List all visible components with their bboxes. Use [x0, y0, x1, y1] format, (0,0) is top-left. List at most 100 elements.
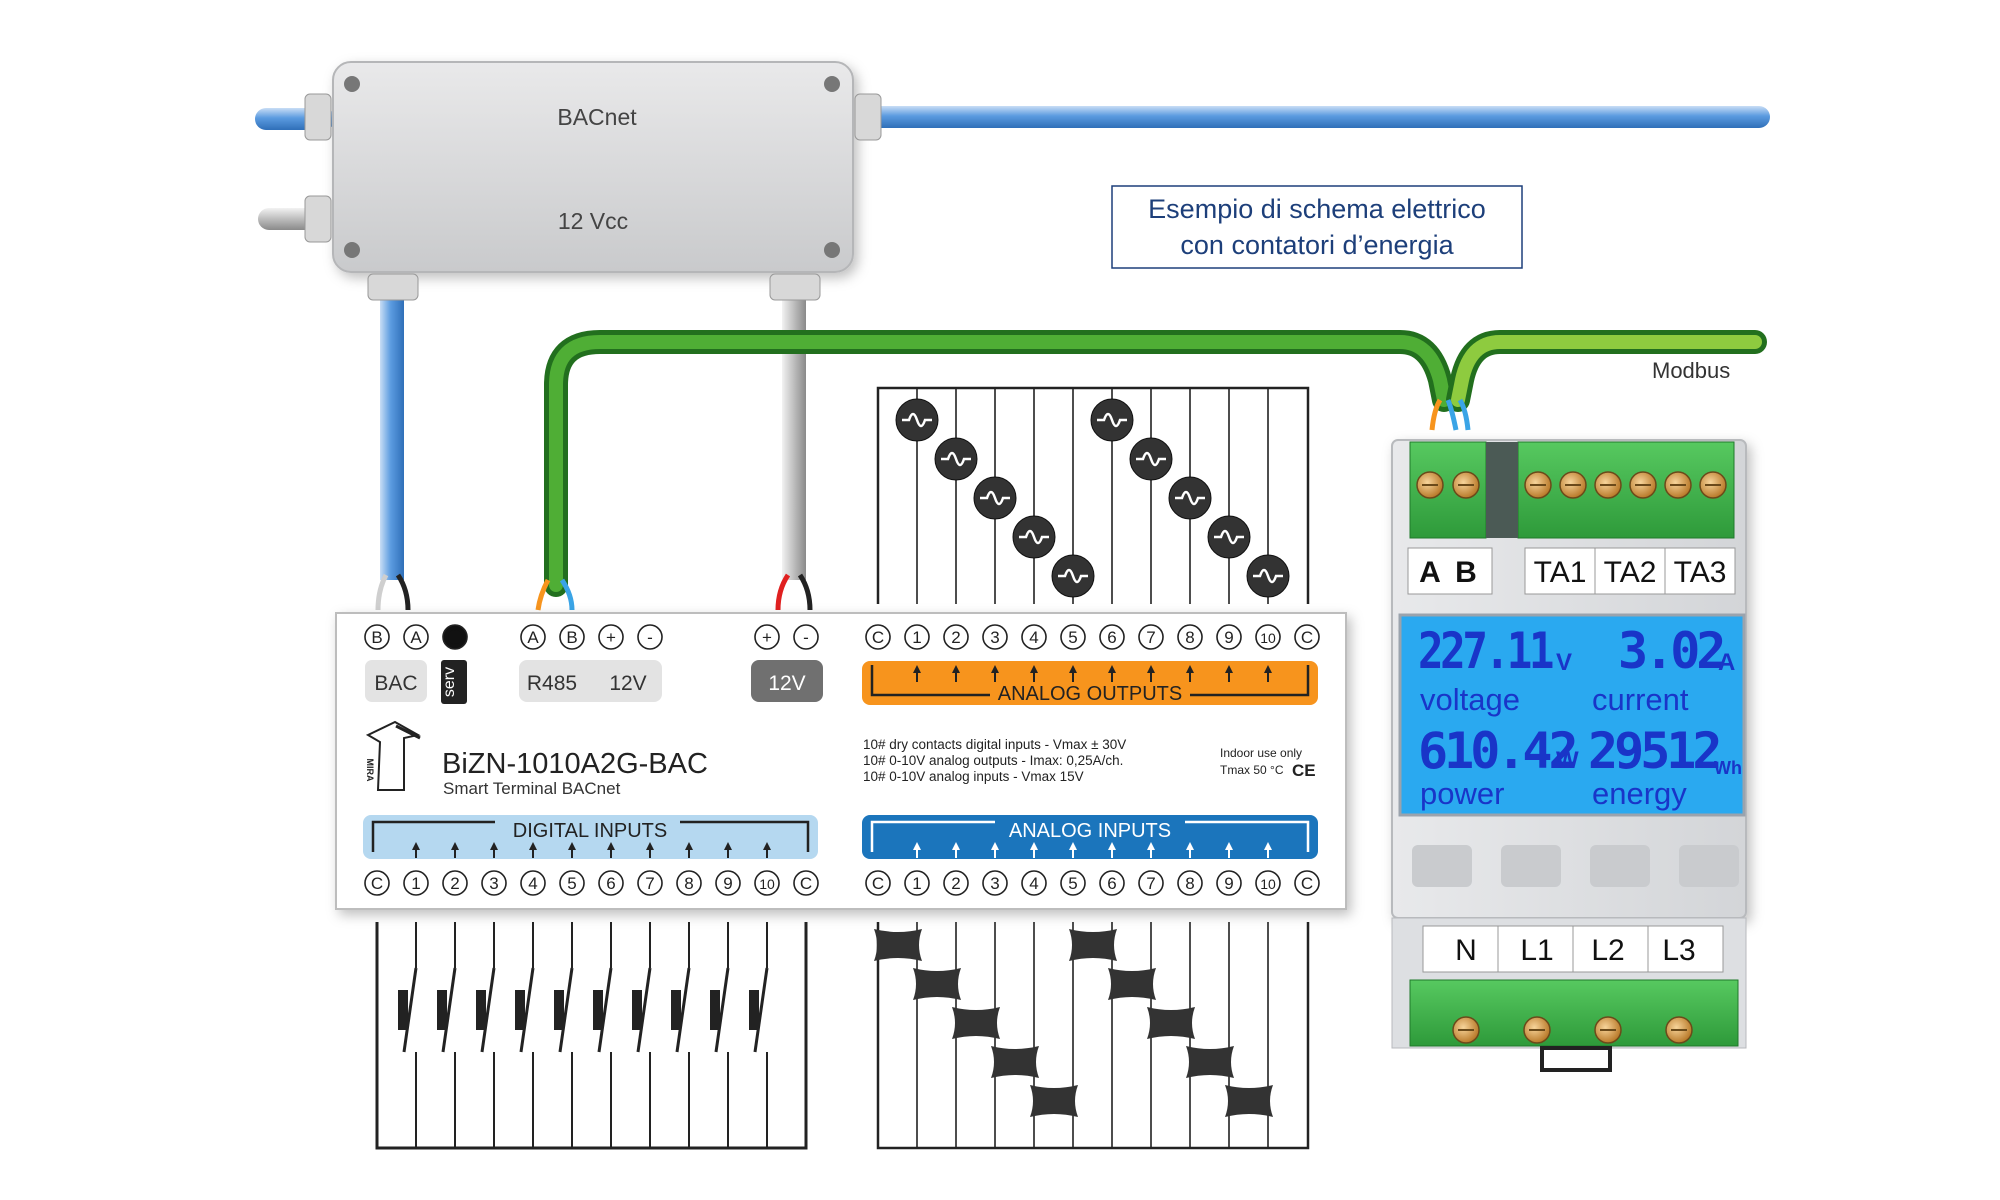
bottom-label-l3: L3 — [1662, 934, 1695, 967]
bac-badge — [365, 660, 427, 702]
meter-button-1[interactable] — [1412, 845, 1472, 887]
spec-line-2: 10# 0-10V analog outputs - Imax: 0,25A/c… — [863, 753, 1123, 768]
arrow-icon — [529, 842, 537, 858]
sensor-icon — [952, 1007, 1000, 1039]
power-badge-label: 12V — [768, 672, 805, 695]
sensor-icon — [874, 929, 922, 961]
terminal-screw-icon[interactable] — [1594, 471, 1622, 499]
sensor-icon — [1069, 929, 1117, 961]
arrow-icon — [1147, 665, 1155, 682]
cable-gland-icon — [304, 195, 332, 243]
voltage-label: voltage — [1420, 682, 1520, 717]
switch-icon — [476, 922, 496, 1148]
arrow-icon — [1186, 842, 1194, 858]
modbus-cable — [535, 330, 1767, 611]
r485-badge — [519, 660, 662, 702]
terminal-screw-icon[interactable] — [1629, 471, 1657, 499]
analog-inputs-bracket — [870, 820, 1310, 852]
arrow-icon — [1264, 842, 1272, 858]
arrow-icon — [1030, 842, 1038, 858]
pin-1: A — [403, 624, 429, 650]
spec-line-1: 10# dry contacts digital inputs - Vmax ±… — [863, 737, 1126, 752]
arrow-icon — [913, 665, 921, 682]
analog-inputs-label: ANALOG INPUTS — [1009, 820, 1171, 842]
arrow-icon — [991, 665, 999, 682]
cable-gland-icon — [367, 273, 419, 301]
ai-pin-10-label: 10 — [1260, 876, 1276, 892]
ce-mark: CE — [1292, 761, 1316, 780]
bacnet-junction-box: BACnet 12 Vcc — [304, 61, 882, 301]
current-value: 3.02 — [1618, 622, 1722, 680]
bottom-terminal-screws — [1452, 1016, 1693, 1044]
ao-pin-2: 2 — [943, 624, 969, 650]
arrow-icon — [685, 842, 693, 858]
switch-icon — [632, 922, 652, 1148]
bottom-label-n: N — [1455, 934, 1477, 967]
analog-output-arrows — [913, 665, 1272, 682]
terminal-screw-icon[interactable] — [1524, 471, 1552, 499]
terminal-screw-icon[interactable] — [1664, 471, 1692, 499]
di-pin-5-label: 5 — [567, 874, 576, 893]
ai-pin-5-label: 5 — [1068, 874, 1077, 893]
lcd-display — [1398, 613, 1746, 817]
cable-gland-icon — [769, 273, 821, 301]
di-pin-9: 9 — [715, 870, 741, 896]
meter-button-2[interactable] — [1501, 845, 1561, 887]
pin-0-label: B — [371, 628, 382, 647]
di-pin-9-label: 9 — [723, 874, 732, 893]
ai-pin-6-label: 6 — [1107, 874, 1116, 893]
terminal-screw-icon[interactable] — [1452, 1016, 1480, 1044]
di-pin-10: 10 — [754, 870, 780, 896]
ai-pin-7-label: 7 — [1146, 874, 1155, 893]
actuator-icon — [934, 437, 978, 481]
current-unit: A — [1718, 649, 1735, 676]
terminal-screw-icon[interactable] — [1594, 1016, 1622, 1044]
bacnet-wire-white — [375, 573, 389, 611]
ai-pin-8-label: 8 — [1185, 874, 1194, 893]
r485-pin-1-label: B — [566, 628, 577, 647]
analog-outputs-label: ANALOG OUTPUTS — [998, 683, 1182, 705]
mira-logo-text: MIRA — [365, 759, 375, 782]
arrow-icon — [1147, 842, 1155, 858]
box-screw-icon — [824, 242, 840, 258]
model-subtitle: Smart Terminal BACnet — [443, 779, 621, 798]
switch-icon — [710, 922, 730, 1148]
terminal-screw-icon[interactable] — [1665, 1016, 1693, 1044]
digital-inputs-bracket — [371, 820, 810, 852]
arrow-icon — [607, 842, 615, 858]
meter-button-4[interactable] — [1679, 845, 1739, 887]
sensor-icon — [991, 1046, 1039, 1078]
model-name: BiZN-1010A2G-BAC — [442, 748, 708, 780]
terminal-screw-icon[interactable] — [1452, 471, 1480, 499]
terminal-screw-icon[interactable] — [1523, 1016, 1551, 1044]
terminal-screw-icon[interactable] — [1416, 471, 1444, 499]
switch-icon — [398, 922, 418, 1148]
arrow-icon — [1069, 842, 1077, 858]
modbus-label: Modbus — [1652, 358, 1730, 383]
terminal-screw-icon[interactable] — [1559, 471, 1587, 499]
arrow-icon — [412, 842, 420, 858]
top-terminal-screws — [1416, 471, 1727, 499]
caption-line-2: con contatori d’energia — [1180, 230, 1454, 260]
di-pin-6-label: 6 — [606, 874, 615, 893]
arrow-icon — [1030, 665, 1038, 682]
meter-button-3[interactable] — [1590, 845, 1650, 887]
terminal-screw-icon[interactable] — [1699, 471, 1727, 499]
voltage-value: 227.11 — [1418, 622, 1553, 680]
bacnet-drop-cable — [380, 290, 404, 580]
arrow-icon — [568, 842, 576, 858]
din-clip — [1540, 1046, 1612, 1072]
sensor-icon — [1147, 1007, 1195, 1039]
digital-input-switches — [375, 922, 808, 1150]
switch-icon — [671, 922, 691, 1148]
r485-pin-2: + — [598, 624, 624, 650]
serv-badge — [441, 660, 467, 704]
ao-pin-7: 7 — [1138, 624, 1164, 650]
actuator-icon — [1090, 398, 1134, 442]
r485-pin-1: B — [559, 624, 585, 650]
spec-line-3: 10# 0-10V analog inputs - Vmax 15V — [863, 769, 1084, 784]
power-pin-0: + — [754, 624, 780, 650]
sensor-icon — [1108, 968, 1156, 1000]
power-label: 12 Vcc — [558, 208, 628, 234]
